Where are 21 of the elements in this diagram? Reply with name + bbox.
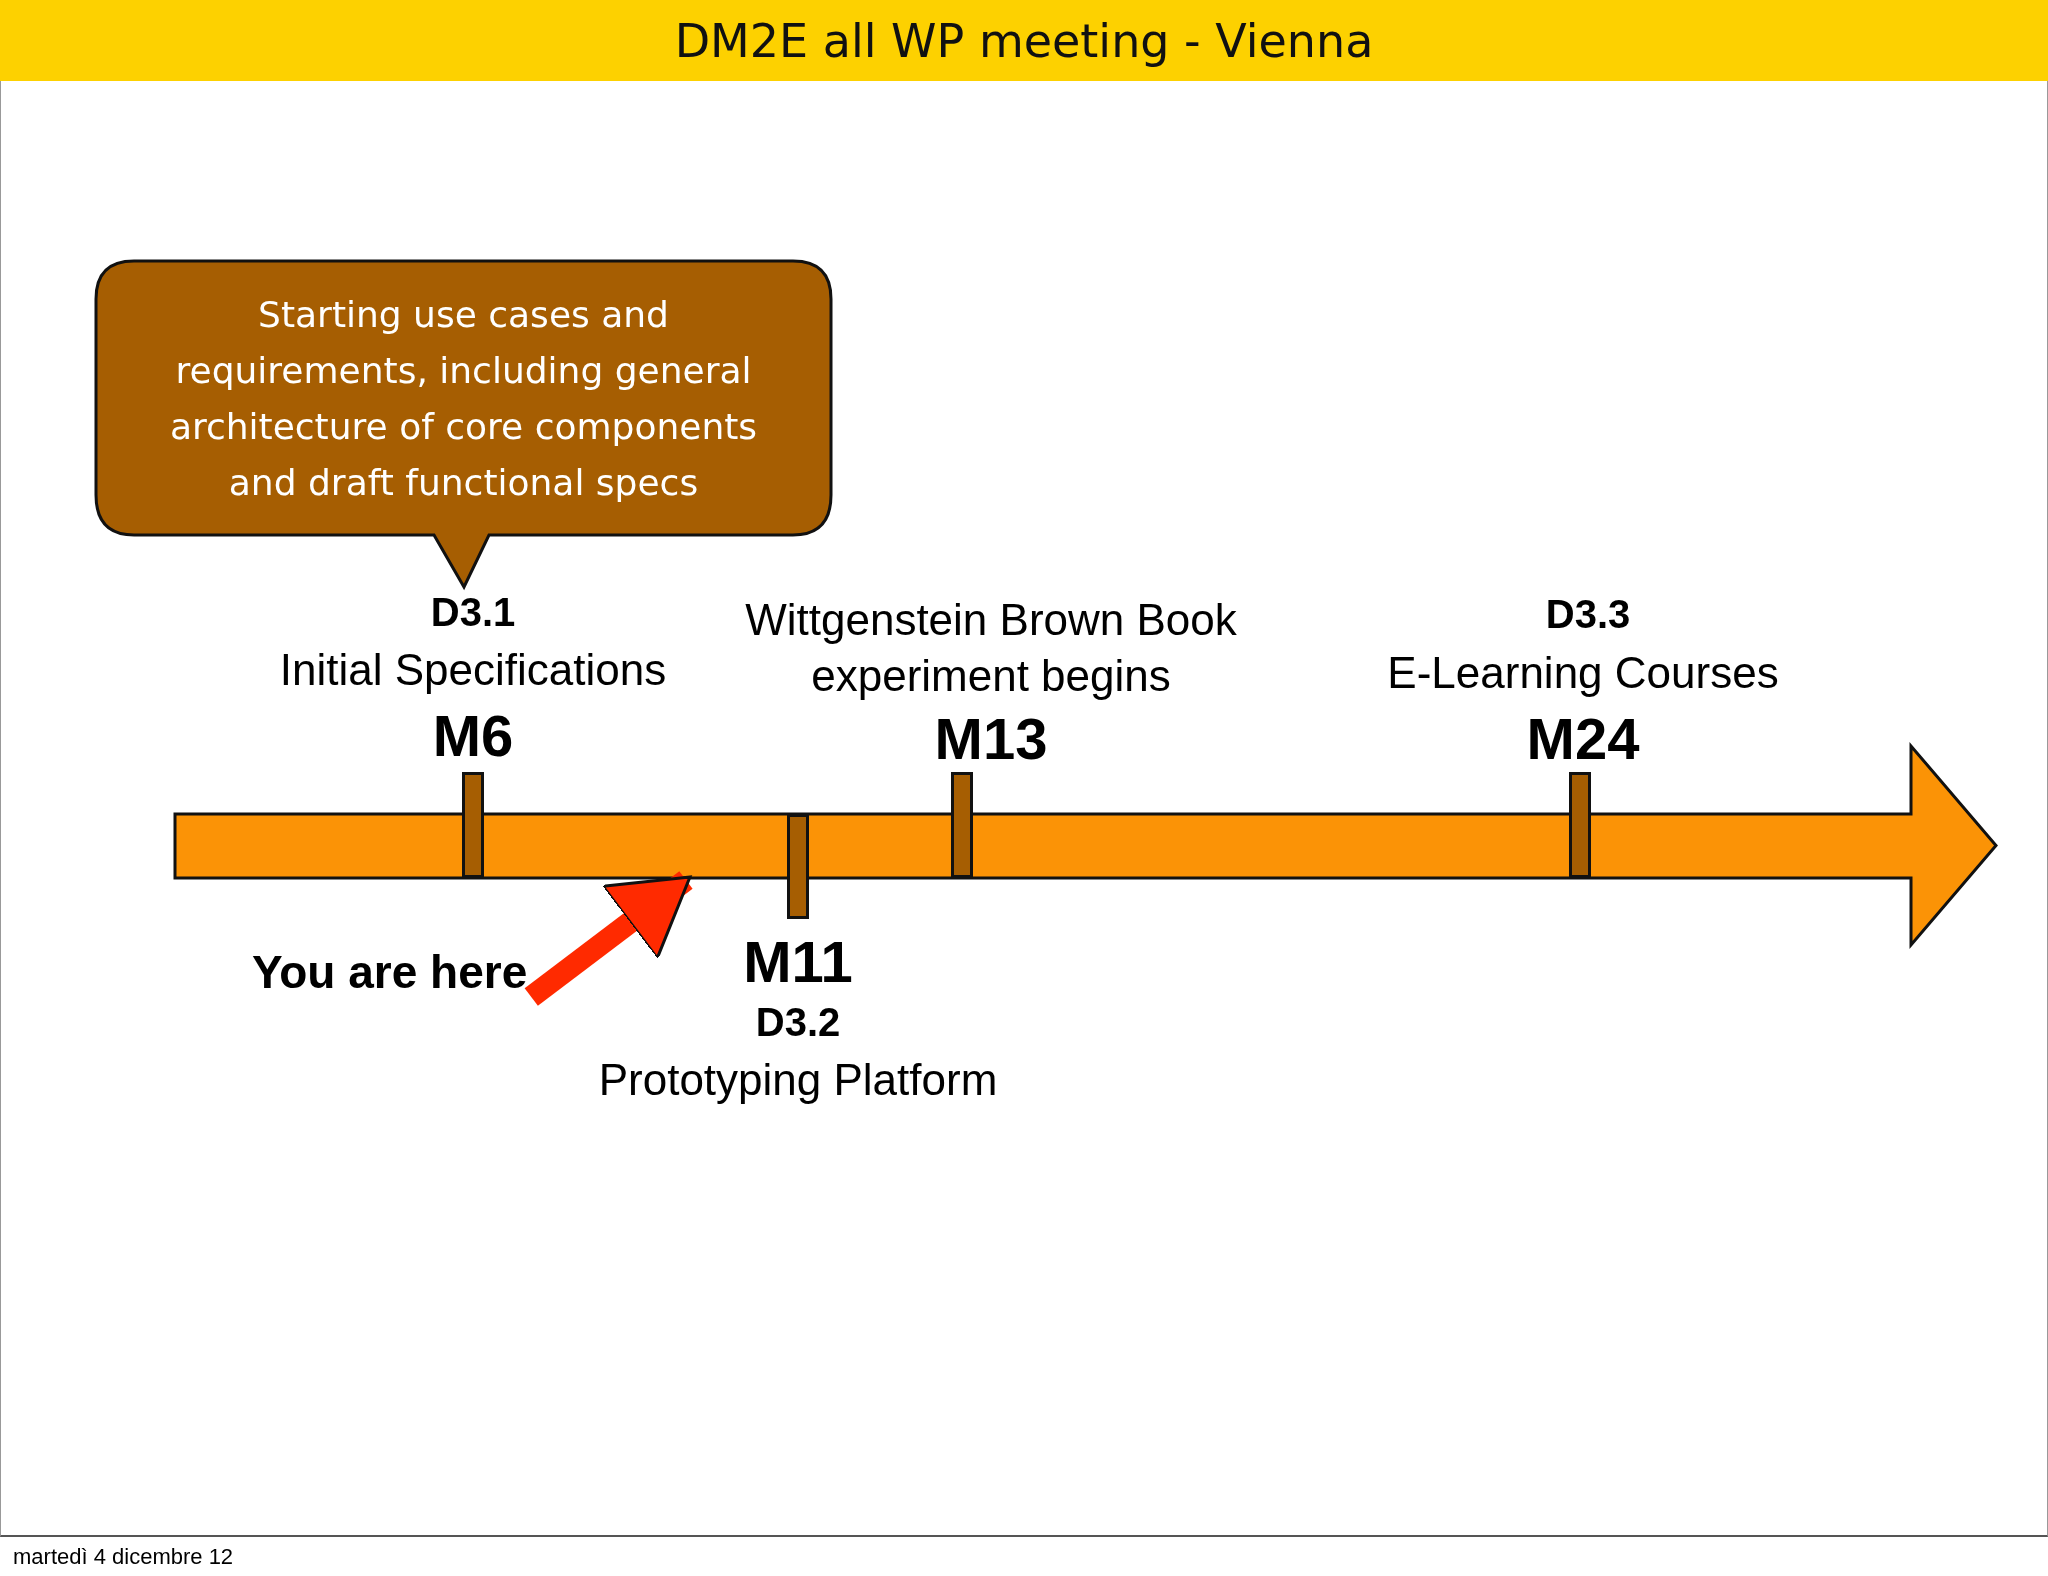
milestone-tick [1569, 772, 1591, 878]
month-label: M24 [1526, 705, 1640, 772]
milestone-caption: Wittgenstein Brown Book experiment begins [744, 594, 1238, 702]
deliverable-id: D3.2 [755, 1000, 841, 1045]
callout-text: Starting use cases and requirements, including general architecture of core components and draft functional specs [168, 293, 759, 505]
month-label: M11 [743, 928, 853, 995]
milestone-tick [787, 814, 809, 919]
deliverable-title: Prototyping Platform [598, 1055, 998, 1105]
month-label: M13 [934, 705, 1048, 772]
month-label: M6 [432, 702, 514, 769]
deliverable-id: D3.1 [430, 590, 516, 635]
deliverable-id: D3.3 [1545, 592, 1631, 637]
deliverable-title: E-Learning Courses [1387, 648, 1779, 698]
milestone-tick [951, 772, 973, 878]
milestone-tick [462, 772, 484, 878]
deliverable-title: Initial Specifications [279, 645, 667, 695]
pointer-label: You are here [252, 945, 528, 999]
date-footer: martedì 4 dicembre 12 [13, 1544, 234, 1570]
pointer-arrow [524, 871, 693, 1006]
title-bar: DM2E all WP meeting - Vienna [0, 0, 2048, 81]
speech-bubble [94, 259, 833, 590]
